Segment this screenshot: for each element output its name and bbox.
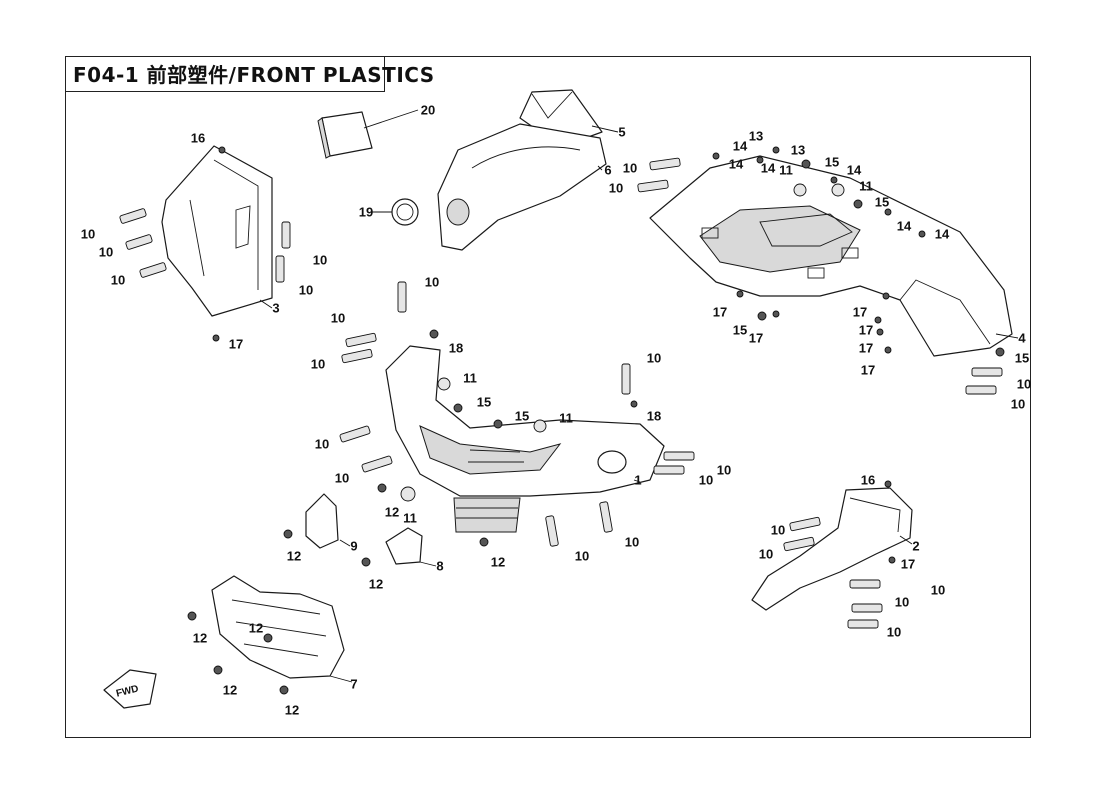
callout-11: 11 — [779, 162, 793, 178]
part-7-skid-plate — [211, 575, 345, 679]
callout-14: 14 — [728, 156, 744, 172]
callout-6: 6 — [604, 162, 612, 178]
callout-12: 12 — [490, 554, 506, 570]
part-1-front-bumper — [385, 345, 665, 533]
callout-12: 12 — [248, 620, 264, 636]
callout-12: 12 — [286, 548, 302, 564]
callout-15: 15 — [1014, 350, 1030, 366]
callout-20: 20 — [420, 102, 436, 118]
callout-10: 10 — [310, 356, 326, 372]
callout-17: 17 — [748, 330, 764, 346]
callout-10: 10 — [80, 226, 96, 242]
callout-10: 10 — [574, 548, 590, 564]
callout-11: 11 — [403, 510, 417, 526]
callout-16: 16 — [190, 130, 206, 146]
fwd-arrow: FWD — [103, 669, 157, 709]
callout-13: 13 — [748, 128, 764, 144]
part-4-front-fender-rack — [649, 155, 1013, 357]
bolts-and-nuts — [187, 146, 1005, 695]
callout-10: 10 — [770, 522, 786, 538]
callout-10: 10 — [298, 282, 314, 298]
callout-10: 10 — [894, 594, 910, 610]
callout-18: 18 — [646, 408, 662, 424]
callout-10: 10 — [698, 472, 714, 488]
callout-10: 10 — [930, 582, 946, 598]
callout-10: 10 — [98, 244, 114, 260]
callout-18: 18 — [448, 340, 464, 356]
callout-1: 1 — [634, 472, 642, 488]
callout-14: 14 — [934, 226, 950, 242]
leader-lines — [259, 109, 1019, 683]
part-9-bracket — [305, 493, 339, 549]
callout-14: 14 — [760, 160, 776, 176]
callout-10: 10 — [1016, 376, 1032, 392]
callout-17: 17 — [858, 340, 874, 356]
callout-10: 10 — [330, 310, 346, 326]
callout-19: 19 — [358, 204, 374, 220]
part-8-bracket — [385, 527, 423, 565]
fasteners-10-left — [119, 208, 291, 283]
title-box: F04-1 前部塑件/FRONT PLASTICS — [65, 56, 434, 92]
diagram-frame — [65, 56, 1031, 738]
callout-14: 14 — [896, 218, 912, 234]
part-20-label-pad — [317, 111, 373, 159]
part-6-hood — [437, 123, 607, 251]
callout-2: 2 — [912, 538, 920, 554]
fasteners-10-right — [637, 157, 1003, 629]
callout-17: 17 — [228, 336, 244, 352]
callout-3: 3 — [272, 300, 280, 316]
callout-12: 12 — [222, 682, 238, 698]
callout-17: 17 — [860, 362, 876, 378]
callout-10: 10 — [622, 160, 638, 176]
fasteners-10-center — [339, 281, 695, 547]
part-3-left-side-panel — [161, 145, 273, 317]
callout-13: 13 — [790, 142, 806, 158]
callout-17: 17 — [852, 304, 868, 320]
callout-15: 15 — [476, 394, 492, 410]
callout-17: 17 — [900, 556, 916, 572]
callout-10: 10 — [314, 436, 330, 452]
callout-12: 12 — [284, 702, 300, 718]
callout-10: 10 — [312, 252, 328, 268]
callout-10: 10 — [1010, 396, 1026, 412]
callout-10: 10 — [110, 272, 126, 288]
callout-17: 17 — [712, 304, 728, 320]
callout-8: 8 — [436, 558, 444, 574]
part-2-right-side-panel — [751, 487, 913, 611]
callout-10: 10 — [608, 180, 624, 196]
callout-10: 10 — [716, 462, 732, 478]
callout-10: 10 — [646, 350, 662, 366]
callout-15: 15 — [514, 408, 530, 424]
part-19-cap — [391, 198, 419, 226]
callout-14: 14 — [732, 138, 748, 154]
callout-12: 12 — [192, 630, 208, 646]
callout-11: 11 — [859, 178, 873, 194]
callout-10: 10 — [624, 534, 640, 550]
callout-10: 10 — [758, 546, 774, 562]
callout-10: 10 — [424, 274, 440, 290]
callout-10: 10 — [334, 470, 350, 486]
callout-5: 5 — [618, 124, 626, 140]
callout-14: 14 — [846, 162, 862, 178]
callout-16: 16 — [860, 472, 876, 488]
callout-12: 12 — [384, 504, 400, 520]
callout-7: 7 — [350, 676, 358, 692]
callout-12: 12 — [368, 576, 384, 592]
fwd-label: FWD — [115, 683, 140, 699]
callout-4: 4 — [1018, 330, 1026, 346]
diagram-title: F04-1 前部塑件/FRONT PLASTICS — [73, 63, 435, 87]
callout-10: 10 — [886, 624, 902, 640]
callout-9: 9 — [350, 538, 358, 554]
callout-15: 15 — [824, 154, 840, 170]
callout-15: 15 — [874, 194, 890, 210]
callout-11: 11 — [559, 410, 573, 426]
callout-15: 15 — [732, 322, 748, 338]
callout-17: 17 — [858, 322, 874, 338]
callout-11: 11 — [463, 370, 477, 386]
